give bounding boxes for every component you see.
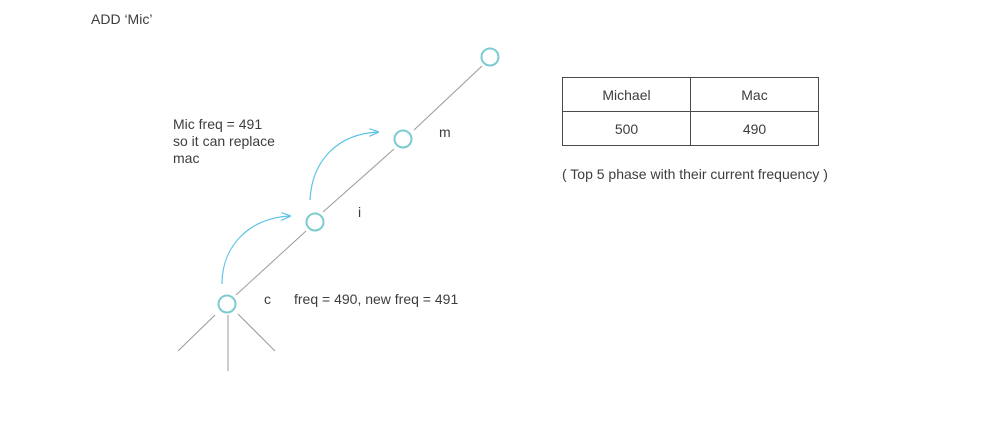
table-row: 500 490 <box>562 111 819 146</box>
node-label-c: c <box>264 291 271 307</box>
table-header-cell: Michael <box>562 77 691 112</box>
table-cell: 500 <box>562 111 691 146</box>
replacement-note: Mic freq = 491 so it can replace mac <box>173 116 275 167</box>
trie-node-i <box>305 212 325 232</box>
edge-root-m <box>413 65 483 131</box>
note-line: mac <box>173 150 200 166</box>
frequency-update-text: freq = 490, new freq = 491 <box>294 291 459 307</box>
trie-node-top <box>480 47 500 67</box>
table-header-row: Michael Mac <box>562 77 819 112</box>
edge-i-c <box>235 230 307 296</box>
trie-node-c <box>217 294 237 314</box>
table-header-cell: Mac <box>690 77 819 112</box>
table-caption: ( Top 5 phase with their current frequen… <box>562 166 828 182</box>
trie-node-m <box>393 129 413 149</box>
note-line: Mic freq = 491 <box>173 116 263 132</box>
node-label-i: i <box>358 204 362 220</box>
edge-c-child-right <box>237 313 276 352</box>
diagram-title: ADD ‘Mic’ <box>91 11 153 27</box>
edge-m-i <box>322 148 395 213</box>
top-phrases-table: Michael Mac 500 490 <box>562 77 819 146</box>
update-arrow-c-to-i <box>221 216 290 285</box>
edge-c-child-left <box>177 314 216 352</box>
node-label-m: m <box>439 124 451 140</box>
update-arrow-i-to-m <box>309 132 378 201</box>
note-line: so it can replace <box>173 133 275 149</box>
table-cell: 490 <box>690 111 819 146</box>
